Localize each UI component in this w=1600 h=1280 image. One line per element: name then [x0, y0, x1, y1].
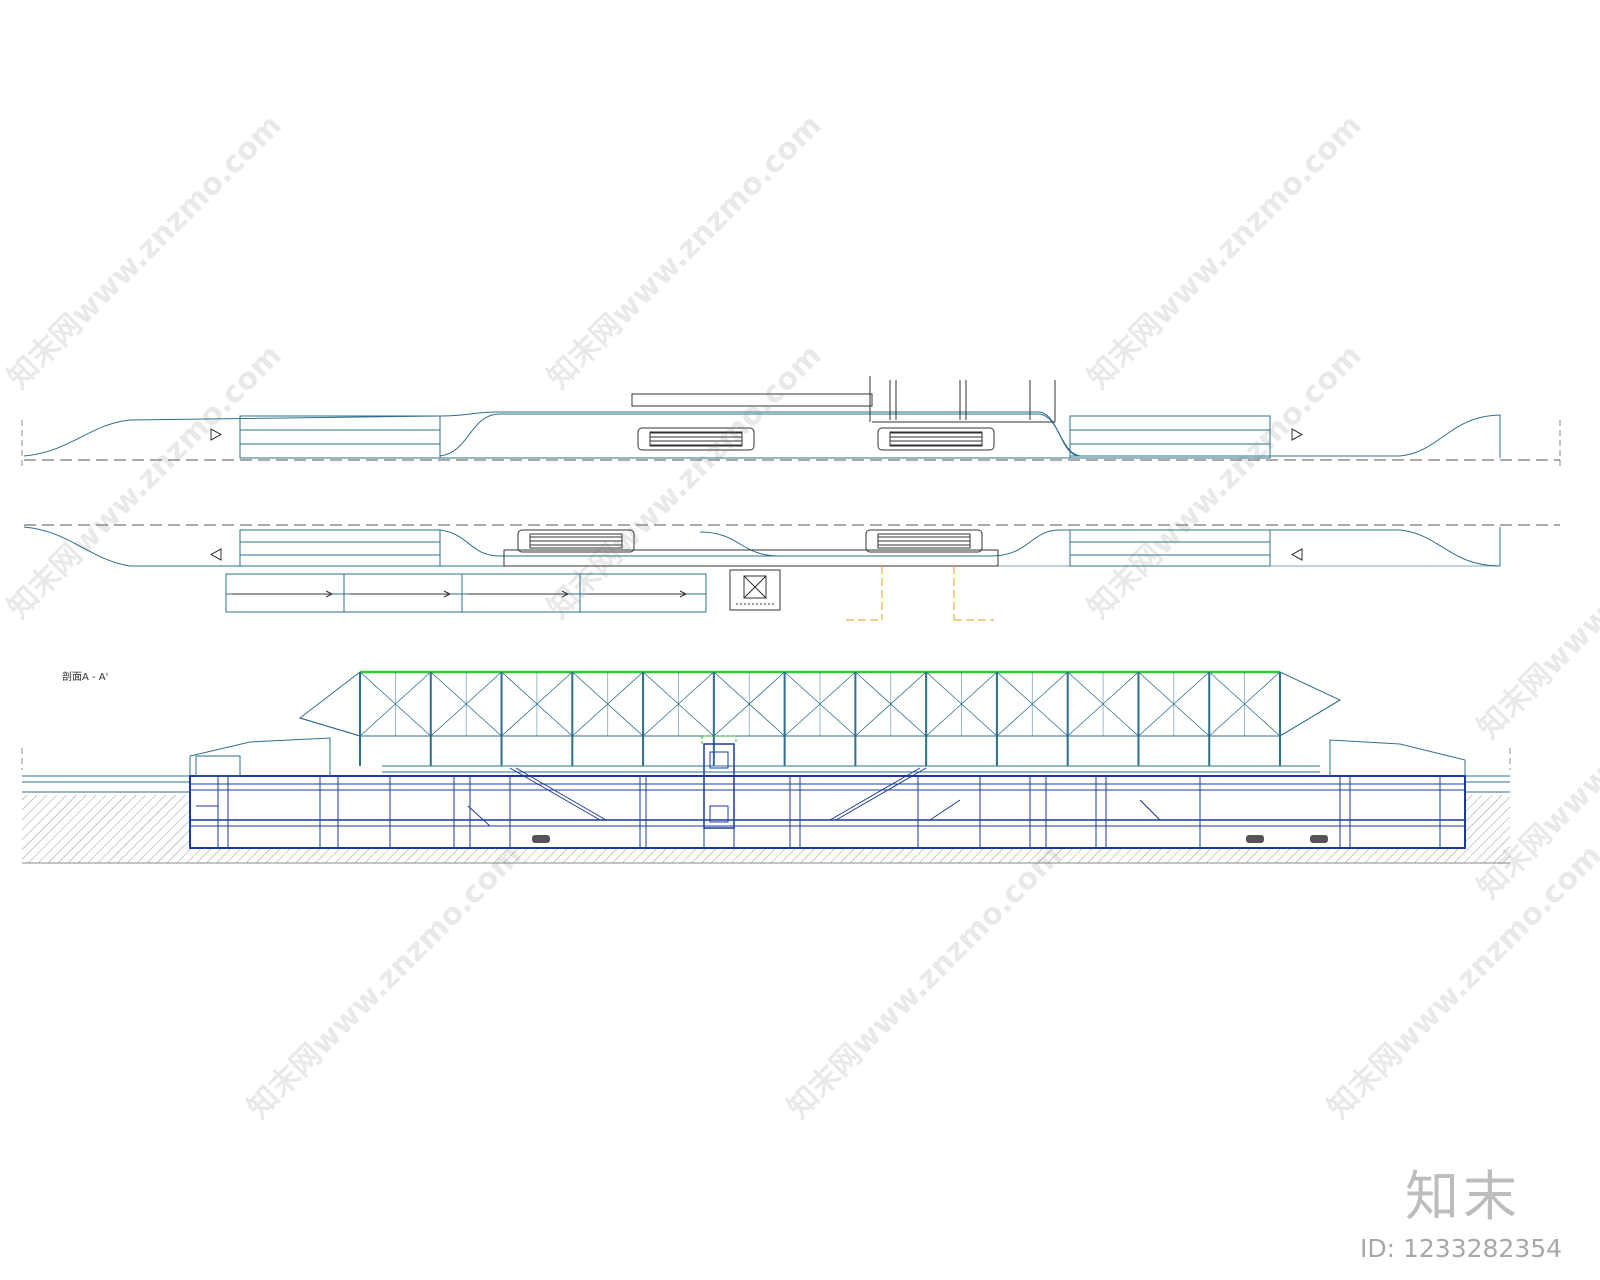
watermark-text: 知末网www.znzmo.com: [241, 838, 529, 1126]
watermark-text: 知末网www.znzmo.com: [1321, 838, 1600, 1126]
watermark-text: 知末网www.znzmo.com: [781, 838, 1069, 1126]
direction-triangle-icon: [210, 428, 223, 441]
direction-triangle-icon: [1291, 428, 1304, 441]
elevator-shaft: [703, 743, 735, 829]
watermark-text: 知末网www.znzmo.com: [541, 338, 829, 626]
station-section-view: [21, 670, 1511, 864]
section-label: 剖面A - A': [62, 672, 109, 683]
escalator-plan-2: [877, 427, 995, 451]
platform-lower-outline: [23, 526, 1501, 567]
direction-triangle-icon: [1290, 548, 1303, 561]
escalator-plan-4: [865, 529, 983, 553]
escalator-plan-1: [637, 427, 755, 451]
ground-hatch: [22, 795, 190, 863]
axis-lines: [846, 566, 994, 621]
direction-triangle-icon: [209, 548, 222, 561]
platform-upper-outline: [23, 411, 1501, 458]
escalator-plan-3: [517, 529, 635, 553]
watermark-text: 知末网www.znzmo.com: [1081, 108, 1369, 396]
watermark-text: 知末网www.znzmo.com: [1, 338, 289, 626]
brand-id: ID: 1233282354: [1360, 1234, 1563, 1263]
station-plan-view: [21, 376, 1561, 621]
watermark-text: 知末网www.znzmo.com: [1, 108, 289, 396]
station-box: [189, 775, 1466, 849]
roof-truss: [359, 671, 1281, 766]
watermark-text: 知末网www.znzmo.com: [1081, 338, 1369, 626]
brand-logo: 知末: [1405, 1165, 1521, 1228]
watermark-text: 知末网www.znzmo.com: [541, 108, 829, 396]
elevator-icon: [729, 569, 781, 611]
watermark-text: 知末网www.znzmo.com: [1471, 458, 1600, 746]
escalator-section: [196, 767, 1161, 827]
